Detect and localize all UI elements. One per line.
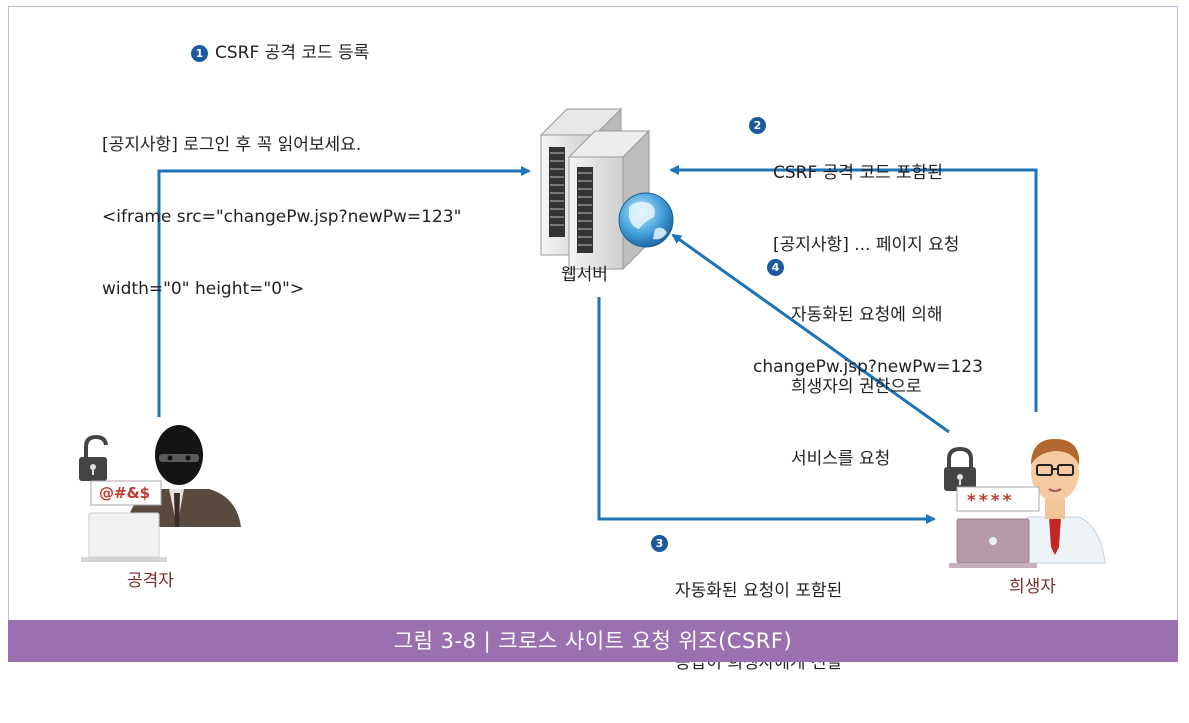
step-2-line-1: CSRF 공격 코드 포함된	[773, 163, 943, 183]
globe-icon	[618, 192, 676, 248]
step-3-badge: 3	[651, 535, 668, 552]
step-2-badge: 2	[749, 117, 766, 134]
attack-code-line-3: width="0" height="0">	[102, 279, 305, 299]
figure-frame: 1 CSRF 공격 코드 등록 [공지사항] 로그인 후 꼭 읽어보세요. <i…	[8, 6, 1178, 673]
request-url: changePw.jsp?newPw=123	[753, 357, 983, 377]
attack-code-line-1: [공지사항] 로그인 후 꼭 읽어보세요.	[102, 135, 362, 155]
arrow-attacker-to-server	[157, 166, 531, 417]
victim-label: 희생자	[1009, 577, 1056, 597]
step-4-line-2: 희생자의 권한으로	[791, 377, 922, 397]
locked-padlock-icon	[944, 446, 976, 491]
step-1-badge: 1	[191, 45, 208, 62]
step-2-line-2: [공지사항] ... 페이지 요청	[773, 235, 960, 255]
attacker-password-text: @#&$	[99, 484, 151, 502]
arrow-victim-to-server	[669, 165, 1038, 412]
victim-password-text: ****	[967, 491, 1015, 511]
attacker-laptop-icon	[81, 512, 167, 562]
victim-password-box	[956, 486, 1040, 512]
step-2-label: 2 CSRF 공격 코드 포함된 [공지사항] ... 페이지 요청	[749, 113, 959, 305]
step-4-line-3: 서비스를 요청	[791, 449, 891, 469]
step-1-text: CSRF 공격 코드 등록	[215, 43, 370, 63]
figure-caption: 그림 3-8 | 크로스 사이트 요청 위조(CSRF)	[8, 620, 1178, 662]
victim-laptop-icon	[949, 518, 1037, 568]
step-4-badge: 4	[767, 259, 784, 276]
arrow-server-to-victim	[597, 297, 936, 524]
unlocked-padlock-icon	[79, 434, 108, 481]
csrf-diagram	[79, 107, 1106, 568]
arrow-automated-request	[671, 233, 950, 434]
step-4-line-1: 자동화된 요청에 의해	[791, 305, 943, 325]
step-3-line-1: 자동화된 요청이 포함된	[675, 581, 843, 601]
attacker-label: 공격자	[127, 571, 174, 591]
attacker-password-box	[90, 480, 162, 506]
server-label: 웹서버	[561, 265, 608, 285]
step-4-label: 4 자동화된 요청에 의해 희생자의 권한으로 서비스를 요청	[767, 255, 943, 519]
attacker-figure	[127, 425, 241, 527]
attack-code-line-2: <iframe src="changePw.jsp?newPw=123"	[102, 207, 462, 227]
step-1-label: 1 CSRF 공격 코드 등록	[191, 41, 369, 65]
attack-code-block: [공지사항] 로그인 후 꼭 읽어보세요. <iframe src="chang…	[102, 85, 461, 349]
web-server-icon	[539, 107, 651, 271]
